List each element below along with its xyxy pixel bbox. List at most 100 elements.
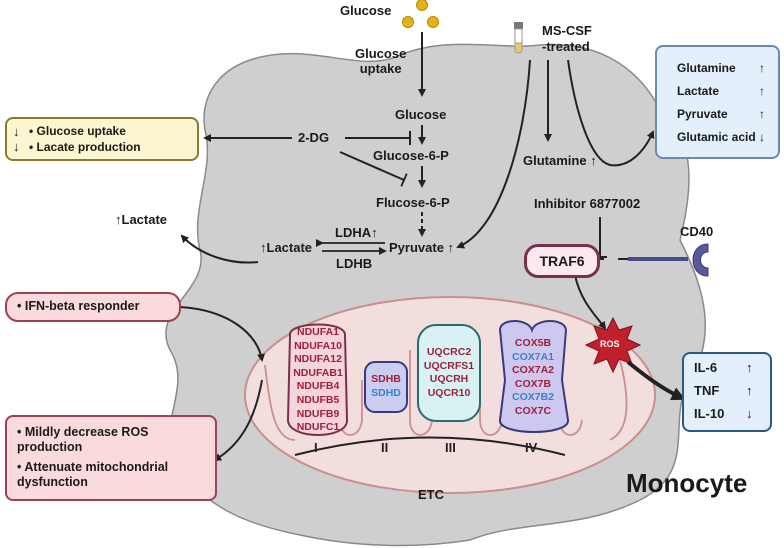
cytokine-box: IL-6 ↑ TNF ↑ IL-10 ↓ bbox=[682, 352, 772, 432]
gene: COX7B2 bbox=[511, 391, 554, 404]
cytokine-3: IL-10 bbox=[694, 406, 725, 421]
metabolite-2: Lactate bbox=[677, 84, 720, 98]
inhibitor-label: Inhibitor 6877002 bbox=[534, 196, 641, 211]
pyruvate-text: Pyruvate bbox=[389, 240, 444, 255]
gene: UQCRFS1 bbox=[423, 359, 475, 372]
gene: SDHD bbox=[371, 386, 401, 399]
lactate-label: ↑Lactate bbox=[260, 240, 313, 255]
metabolite-arrow-2: ↑ bbox=[759, 84, 765, 98]
ldhb-label: LDHB bbox=[336, 256, 373, 271]
monocyte-label: Monocyte bbox=[626, 468, 748, 498]
complex-IV-genes: COX5B COX7A1 COX7A2 COX7B COX7B2 COX7C bbox=[501, 337, 565, 419]
lactate-text: Lactate bbox=[266, 240, 313, 255]
metabolite-row-2: Lactate ↑ bbox=[677, 84, 765, 99]
complex-I-genes: NDUFA1 NDUFA10 NDUFA12 NDUFAB1 NDUFB4 ND… bbox=[288, 326, 348, 435]
complex-III-genes: UQCRC2 UQCRFS1 UQCRH UQCR10 bbox=[418, 346, 480, 400]
dg-item-1: • Glucose uptake bbox=[29, 124, 126, 138]
gene: COX7B bbox=[514, 377, 552, 390]
metabolite-1: Glutamine bbox=[677, 61, 736, 75]
metabolite-arrow-4: ↓ bbox=[759, 130, 765, 144]
complex-II bbox=[364, 361, 408, 413]
ldha-text: LDHA bbox=[335, 225, 372, 240]
mitigate-item-1-text: Mildly decrease ROS production bbox=[17, 425, 149, 454]
gene: UQCRC2 bbox=[426, 346, 472, 358]
complex-III bbox=[417, 324, 481, 422]
mitigate-item-1: • Mildly decrease ROS production bbox=[17, 425, 149, 454]
mitigate-item-2: • Attenuate mitochondrial dysfunction bbox=[17, 460, 169, 489]
metabolite-arrow-3: ↑ bbox=[759, 107, 765, 121]
fructose-6-p-label: Flucose-6-P bbox=[376, 195, 450, 210]
gene: NDUFA1 bbox=[296, 326, 339, 338]
dg-arrows: ↓↓ bbox=[13, 124, 20, 154]
ms-csf-label: MS-CSF -treated bbox=[542, 23, 592, 54]
cd40-receptor-icon bbox=[628, 243, 709, 277]
ldha-label: LDHA↑ bbox=[335, 225, 378, 240]
ifn-beta-box: • IFN-beta responder bbox=[5, 292, 181, 322]
cytokine-row-1: IL-6 ↑ bbox=[694, 360, 753, 375]
metabolite-row-3: Pyruvate ↑ bbox=[677, 107, 765, 122]
complex-I bbox=[286, 323, 349, 436]
complex-II-label: II bbox=[381, 440, 389, 455]
glucose-label: Glucose bbox=[395, 107, 447, 122]
ifn-beta-text: IFN-beta responder bbox=[24, 299, 140, 313]
mitigate-item-2-text: Attenuate mitochondrial dysfunction bbox=[17, 460, 169, 489]
pyruvate-label: Pyruvate ↑ bbox=[389, 240, 455, 255]
gene: NDUFA10 bbox=[294, 339, 342, 352]
gene: SDHB bbox=[371, 373, 401, 385]
cytokine-1: IL-6 bbox=[694, 360, 718, 375]
etc-label: ETC bbox=[418, 487, 444, 502]
cytokine-row-3: IL-10 ↓ bbox=[694, 406, 753, 421]
ros-burst-icon bbox=[584, 316, 642, 374]
complex-II-genes: SDHB SDHD bbox=[365, 373, 407, 400]
cytokine-arrow-2: ↑ bbox=[746, 383, 753, 398]
gene: NDUFB4 bbox=[296, 380, 340, 393]
gene: UQCR10 bbox=[427, 386, 471, 399]
two-dg-label: 2-DG bbox=[298, 130, 330, 145]
mitigate-box: • Mildly decrease ROS production • Atten… bbox=[5, 415, 217, 501]
metabolite-4: Glutamic acid bbox=[677, 130, 756, 144]
metabolite-box: Glutamine ↑ Lactate ↑ Pyruvate ↑ Glutamic a… bbox=[655, 45, 780, 159]
test-tube-icon bbox=[514, 22, 523, 54]
cytokine-row-2: TNF ↑ bbox=[694, 383, 753, 398]
complex-IV-label: IV bbox=[525, 440, 538, 455]
cytokine-arrow-1: ↑ bbox=[746, 360, 753, 375]
traf6-box: TRAF6 bbox=[524, 244, 600, 278]
ros-label: ROS bbox=[600, 339, 620, 349]
complex-III-label: III bbox=[445, 440, 456, 455]
gene: NDUFA12 bbox=[294, 353, 342, 366]
traf6-label: TRAF6 bbox=[539, 253, 585, 269]
gene: COX7A1 bbox=[511, 350, 554, 363]
dg-item-1-text: Glucose uptake bbox=[36, 124, 126, 138]
glutamine-text: Glutamine bbox=[523, 153, 587, 168]
gene: COX5B bbox=[514, 337, 552, 349]
glucose-6-p-label: Glucose-6-P bbox=[373, 148, 449, 163]
dg-effects-box: ↓↓ • Glucose uptake • Lacate production bbox=[5, 117, 199, 161]
dg-item-2-text: Lacate production bbox=[36, 140, 141, 154]
metabolite-arrow-1: ↑ bbox=[759, 61, 765, 75]
glutamine-label: Glutamine ↑ bbox=[523, 153, 597, 168]
glucose-uptake-label: Glucose uptake bbox=[355, 46, 407, 76]
metabolite-3: Pyruvate bbox=[677, 107, 728, 121]
complex-I-label: I bbox=[314, 440, 318, 455]
gene: NDUFB5 bbox=[296, 393, 340, 406]
glucose-top-label: Glucose bbox=[340, 3, 392, 18]
cytokine-2: TNF bbox=[694, 383, 720, 398]
metabolite-row-1: Glutamine ↑ bbox=[677, 61, 765, 76]
complex-IV bbox=[498, 320, 569, 433]
dg-item-2: • Lacate production bbox=[29, 140, 141, 154]
gene: COX7C bbox=[514, 404, 552, 417]
ifn-beta-item: • IFN-beta responder bbox=[17, 299, 140, 313]
glucose-molecules-icon bbox=[402, 0, 439, 28]
metabolite-row-4: Glutamic acid↓ bbox=[677, 130, 765, 145]
gene: COX7A2 bbox=[511, 364, 554, 377]
gene: UQCRH bbox=[429, 373, 469, 386]
cd40-label: CD40 bbox=[680, 224, 714, 239]
gene: NDUFAB1 bbox=[293, 366, 343, 379]
gene: NDUFB9 bbox=[296, 407, 340, 420]
gene: NDUFC1 bbox=[296, 421, 340, 434]
lactate-outside-label: ↑Lactate bbox=[115, 212, 168, 227]
cytokine-arrow-3: ↓ bbox=[746, 406, 753, 421]
etc-brace bbox=[294, 436, 566, 456]
lactate-outside-text: Lactate bbox=[121, 212, 168, 227]
